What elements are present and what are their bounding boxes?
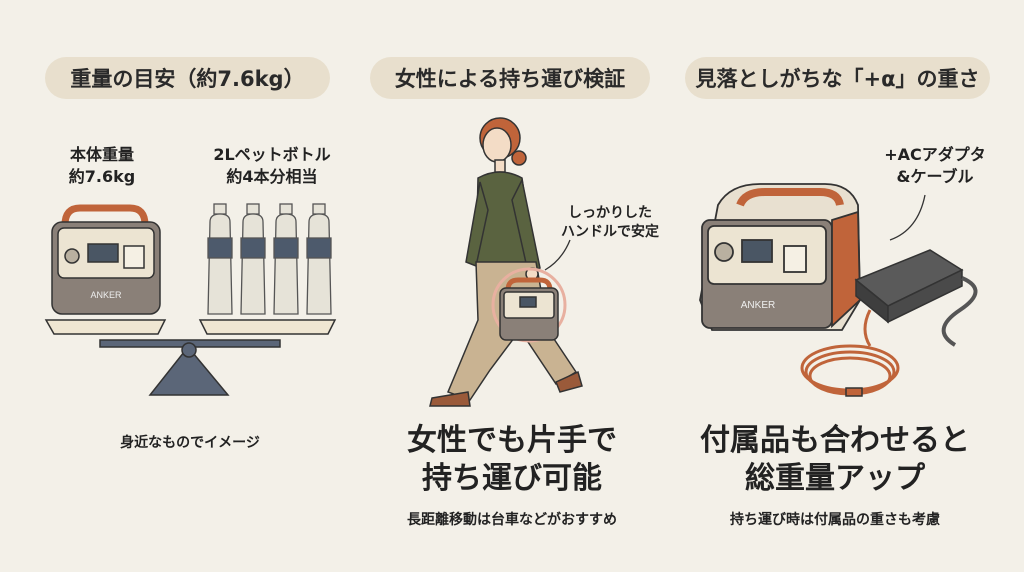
- callout-line: しっかりした: [568, 205, 652, 221]
- power-station-left: ANKER: [51, 204, 161, 315]
- caption-accessories: 持ち運び時は付属品の重さも考慮: [730, 512, 940, 528]
- water-bottles: [207, 203, 332, 315]
- callout-line: +ACアダプタ: [884, 145, 986, 164]
- callout-arrow: [544, 239, 571, 271]
- label-line: 約4本分相当: [226, 167, 318, 186]
- section-title-extra-weight: 見落としがちな「+α」の重さ: [685, 57, 990, 99]
- woman-illustration: [429, 117, 583, 407]
- headline-line: 付属品も合わせると: [700, 423, 970, 458]
- headline-line: 持ち運び可能: [422, 461, 602, 496]
- label-line: 本体重量: [69, 145, 135, 164]
- ac-adapter-cable: [800, 249, 978, 397]
- label-line: 約7.6kg: [68, 167, 136, 186]
- brand-logo: ANKER: [741, 300, 775, 311]
- adapter-callout: +ACアダプタ &ケーブル: [884, 144, 986, 188]
- caption-cart: 長距離移動は台車などがおすすめ: [407, 512, 617, 528]
- callout-arrow: [889, 194, 926, 241]
- body-weight-label: 本体重量 約7.6kg: [69, 144, 135, 188]
- callout-line: &ケーブル: [896, 167, 974, 186]
- caption-imagine: 身近なものでイメージ: [120, 435, 260, 451]
- headline-total-weight: 付属品も合わせると 総重量アップ: [700, 422, 970, 498]
- headline-line: 女性でも片手で: [407, 423, 617, 458]
- bottle-equivalent-label: 2Lペットボトル 約4本分相当: [213, 144, 330, 188]
- section-title-weight: 重量の目安（約7.6kg）: [45, 57, 330, 99]
- label-line: 2Lペットボトル: [213, 145, 331, 164]
- balance-scale: [44, 319, 337, 396]
- headline-one-hand: 女性でも片手で 持ち運び可能: [407, 422, 617, 498]
- power-station-right: ANKER: [699, 183, 861, 331]
- brand-logo: ANKER: [90, 290, 122, 300]
- handle-callout: しっかりした ハンドルで安定: [561, 204, 659, 242]
- callout-line: ハンドルで安定: [561, 224, 659, 240]
- headline-line: 総重量アップ: [745, 461, 925, 496]
- section-title-carry-test: 女性による持ち運び検証: [370, 57, 650, 99]
